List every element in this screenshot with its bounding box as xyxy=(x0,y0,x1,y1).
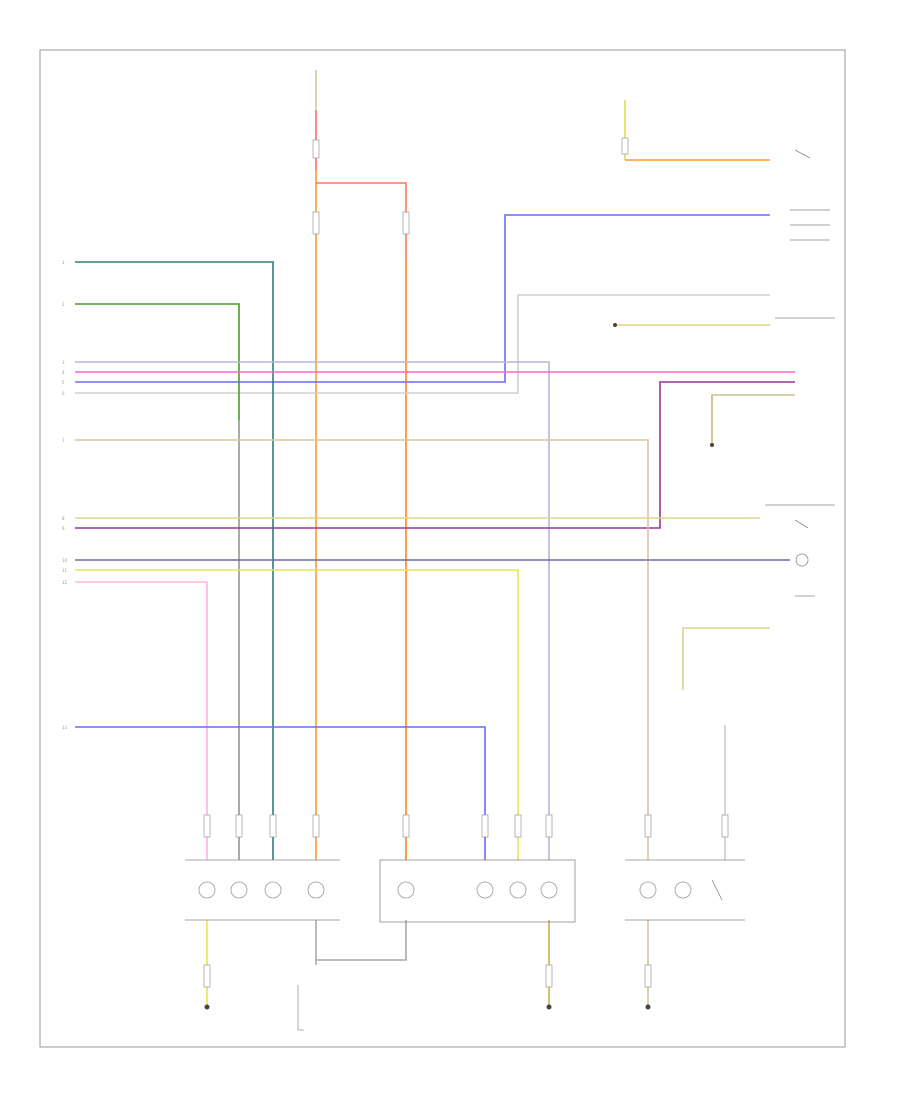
wire-grey-upper xyxy=(75,294,770,394)
pin-label: 6 xyxy=(62,391,65,396)
gauge-icon xyxy=(264,881,282,899)
wire-pink-lower xyxy=(75,581,208,860)
page-frame xyxy=(39,49,846,1048)
switch-icon xyxy=(711,879,723,901)
ground-icon xyxy=(204,1004,210,1010)
gauge-icon xyxy=(476,881,494,899)
pin-label: 7 xyxy=(62,438,65,443)
right-cluster-module xyxy=(625,859,745,921)
gauge-icon xyxy=(674,881,692,899)
pin-label: 11 xyxy=(62,568,68,573)
pin-label: 1 xyxy=(62,260,65,265)
left-pin-labels: 1 2 3 4 5 6 7 8 9 10 11 12 13 xyxy=(62,260,68,730)
pin-label: 2 xyxy=(62,302,65,307)
pin-label: 10 xyxy=(62,558,68,563)
pin-label: 4 xyxy=(62,370,65,375)
wire-olive-right xyxy=(711,394,795,440)
wire-blue-upper xyxy=(75,214,770,383)
gauge-icon xyxy=(397,881,415,899)
gauge-icon xyxy=(509,881,527,899)
ground-symbols xyxy=(204,323,714,1010)
ground-icon xyxy=(546,1004,552,1010)
wire-yellow xyxy=(75,569,519,860)
wire-violet-right xyxy=(75,381,795,529)
wire-splice xyxy=(315,920,407,965)
ground-icon xyxy=(710,443,714,447)
ground-icon xyxy=(613,323,617,327)
pin-label: 9 xyxy=(62,526,65,531)
inline-connectors xyxy=(203,137,729,988)
lamp-icon xyxy=(795,553,809,567)
gauge-icon xyxy=(639,881,657,899)
wire-blue-lower xyxy=(75,726,486,860)
splice-bracket xyxy=(297,985,304,1031)
right-side-components xyxy=(765,149,835,597)
wire-tan-right xyxy=(682,627,770,690)
wire-tan-mid xyxy=(75,439,649,860)
wire-group xyxy=(75,70,795,1005)
ground-icon xyxy=(645,1004,651,1010)
pin-label: 12 xyxy=(62,580,68,585)
wire-teal xyxy=(75,261,274,860)
pin-label: 5 xyxy=(62,380,65,385)
switch-icon xyxy=(794,519,809,529)
wire-grey-to-center xyxy=(75,361,550,860)
gauge-icon xyxy=(307,881,325,899)
pin-label: 8 xyxy=(62,516,65,521)
wire-red-branch xyxy=(316,182,407,860)
pin-label: 3 xyxy=(62,360,65,365)
gauge-icon xyxy=(230,881,248,899)
pin-label: 13 xyxy=(62,725,68,730)
switch-icon xyxy=(794,149,811,159)
gauge-icon xyxy=(540,881,558,899)
left-cluster-module xyxy=(185,859,340,921)
gauge-icon xyxy=(198,881,216,899)
center-cluster-module xyxy=(379,859,576,923)
